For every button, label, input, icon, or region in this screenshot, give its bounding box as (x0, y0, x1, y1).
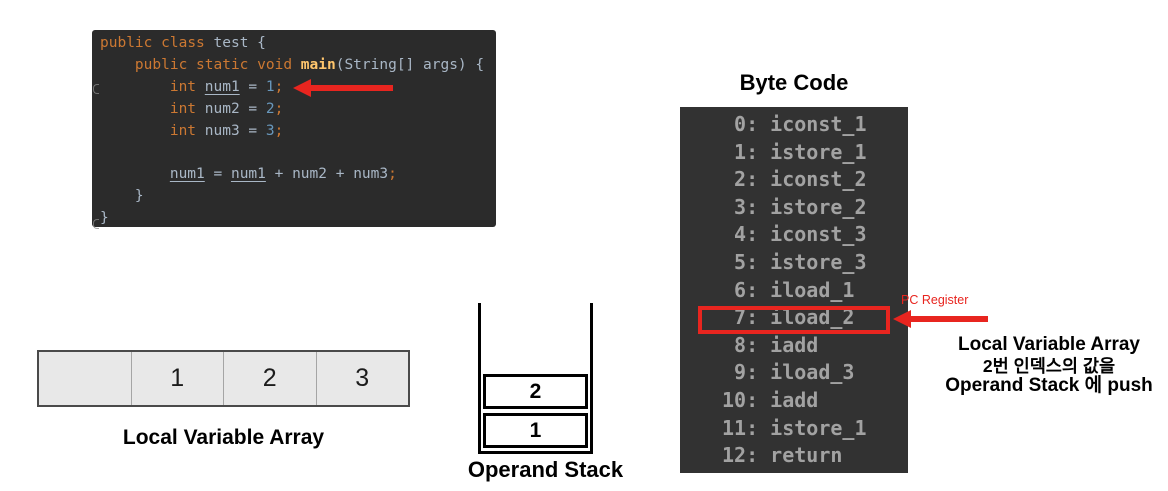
code-token: test { (204, 35, 266, 51)
bytecode-line: 11: istore_1 (722, 415, 867, 440)
bytecode-line: 2: iconst_2 (722, 167, 867, 192)
annotation-line: Local Variable Array (957, 334, 1140, 355)
code-token: int (169, 78, 197, 95)
bytecode-line: 0: iconst_1 (722, 112, 867, 136)
bytecode-list: 0: iconst_1 1: istore_1 2: iconst_2 3: i… (722, 111, 867, 470)
code-line (100, 143, 484, 165)
code-token: } (100, 210, 109, 227)
bytecode-line: 6: iload_1 (722, 277, 855, 302)
code-token: ; (274, 122, 284, 139)
code-token: 3 (265, 122, 275, 139)
editor-code: public class test { public static void m… (100, 33, 484, 230)
code-token (292, 57, 301, 73)
code-token: main (300, 56, 336, 73)
bytecode-line: 3: istore_2 (722, 194, 867, 219)
code-token (152, 35, 161, 51)
arrow-left-icon (893, 310, 988, 328)
code-token: 1 (265, 78, 275, 95)
code-token: public static void (134, 56, 293, 73)
bytecode-line: 12: return (722, 443, 843, 468)
code-token: num1 (204, 78, 240, 95)
bytecode-line: 4: iconst_3 (722, 222, 867, 247)
bytecode-line: 8: iadd (722, 332, 819, 357)
code-token: public (100, 35, 153, 51)
code-token: ; (388, 166, 397, 183)
code-line: num1 = num1 + num2 + num3; (100, 164, 484, 186)
code-token: 2 (265, 100, 275, 117)
lva-cell: 2 (223, 352, 316, 405)
stack-item: 2 (483, 374, 588, 409)
fold-marker-icon (93, 219, 99, 229)
bytecode-annotation: Local Variable Array 2번 인덱스의 값을 Operand … (929, 334, 1168, 397)
code-token: } (100, 188, 144, 205)
bytecode-line: 10: iadd (722, 387, 819, 412)
stack-item: 1 (483, 413, 588, 448)
code-token: num2 = (196, 100, 266, 117)
lva-cell: 1 (130, 352, 224, 405)
annotation-line: 2번 인덱스의 값을 (982, 355, 1116, 376)
code-token: class (161, 35, 205, 51)
code-token: ; (274, 78, 284, 95)
code-token: + num2 + num3 (265, 166, 389, 183)
code-token (196, 79, 205, 95)
local-variable-array-label: Local Variable Array (122, 426, 325, 449)
code-token: int (169, 122, 197, 139)
annotation-line: Operand Stack 에 push (945, 375, 1153, 396)
operand-stack-label: Operand Stack (467, 457, 624, 482)
code-line: } (100, 208, 484, 230)
arrow-left-icon (293, 79, 393, 97)
code-token: num1 (169, 166, 205, 183)
bytecode-line: 5: istore_3 (722, 249, 867, 274)
code-token: num3 = (196, 122, 266, 139)
code-line: public class test { (100, 33, 484, 55)
bytecode-line: 9: iload_3 (722, 360, 855, 385)
code-token: ; (274, 100, 284, 117)
fold-marker-icon (93, 84, 99, 94)
code-token (100, 166, 170, 182)
lva-cell (39, 352, 131, 405)
code-line: int num3 = 3; (100, 121, 484, 143)
pc-register-highlight-box (698, 306, 890, 334)
code-token (100, 101, 170, 117)
code-token: (String[] args) { (335, 56, 485, 73)
pc-register-label: PC Register (901, 293, 969, 307)
code-line: int num1 = 1; (100, 77, 484, 99)
code-line: int num2 = 2; (100, 99, 484, 121)
bytecode-title: Byte Code (739, 70, 849, 95)
lva-cell: 3 (315, 352, 409, 405)
code-token: int (169, 100, 197, 117)
code-token: = (239, 78, 266, 95)
code-token (100, 123, 170, 139)
code-line: } (100, 186, 484, 208)
bytecode-line: 1: istore_1 (722, 139, 867, 164)
code-token (100, 79, 170, 95)
code-token (100, 57, 135, 73)
code-line: public static void main(String[] args) { (100, 55, 484, 77)
code-editor-panel: public class test { public static void m… (92, 30, 496, 230)
bytecode-panel: 0: iconst_1 1: istore_1 2: iconst_2 3: i… (680, 107, 908, 473)
code-token: num1 (230, 166, 266, 183)
code-token: = (204, 166, 231, 183)
